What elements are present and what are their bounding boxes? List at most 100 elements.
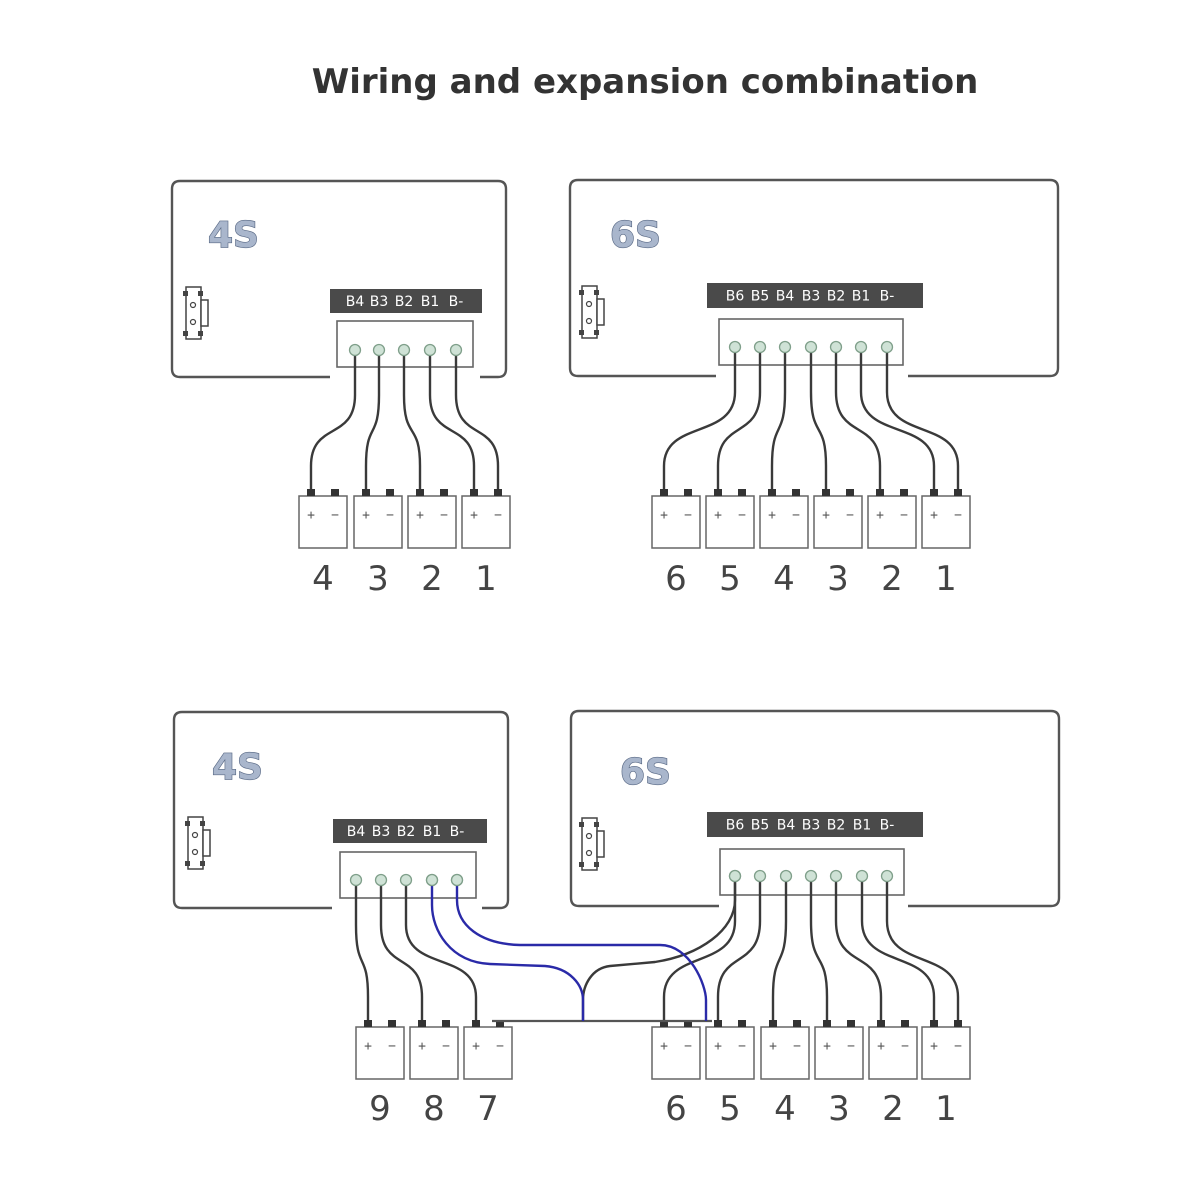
switch-icon [579,817,605,871]
battery-cell: +−2 [868,1020,918,1129]
cell-terminal-positive [307,489,315,496]
battery-cell: +−6 [651,1020,701,1129]
cell-plus-sign: + [470,508,478,523]
cell-plus-sign: + [768,508,776,523]
cell-number: 6 [665,1089,687,1129]
cell-minus-sign: − [496,1039,504,1054]
pin-label-b4: B4 [777,818,796,834]
balance-wire [770,347,787,492]
pin-label-strip [707,812,923,837]
cell-plus-sign: + [307,508,315,523]
cell-body [868,1026,918,1080]
connector-pin [880,869,894,883]
cell-number: 7 [477,1089,499,1129]
pin-label-strip [333,819,487,843]
cell-terminal-positive [472,1020,480,1027]
cell-terminal-positive [714,489,722,496]
cell-plus-sign: + [714,1039,722,1054]
cell-terminal-positive [418,1020,426,1027]
connector-pin [423,343,437,357]
pin-label-b3: B3 [802,289,821,305]
cell-plus-sign: + [472,1039,480,1054]
cell-minus-sign: − [792,508,800,523]
connector-housing [339,851,477,899]
cell-minus-sign: − [442,1039,450,1054]
connector-pin [728,340,742,354]
cell-number: 5 [719,1089,741,1129]
switch-icon [185,816,211,870]
cell-number: 3 [367,559,389,599]
cell-body [760,1026,810,1080]
battery-cell: +−1 [921,489,971,599]
balance-wire [716,347,762,492]
battery-cell: +−2 [407,489,457,599]
balance-wire [834,876,883,1023]
pin-label-b1: B1 [423,824,442,840]
cell-minus-sign: − [684,1039,692,1054]
connector-pin [449,343,463,357]
pin-label-b4: B4 [346,294,365,310]
expansion-wiring [425,869,742,1023]
balance-wire [885,876,960,1023]
switch-icon [183,286,209,340]
cell-terminal-positive [714,1020,722,1027]
balance-wire [834,347,882,492]
connector-pin [450,873,464,887]
cell-terminal-negative [388,1020,396,1027]
cell-terminal-negative [494,489,502,496]
cell-terminal-negative [954,489,962,496]
cell-plus-sign: + [362,508,370,523]
pin-label-b5: B5 [751,289,770,305]
battery-cell: + − 7 [463,1020,513,1129]
connector-pin [854,340,868,354]
battery-cell: +−4 [759,489,809,599]
connector-pin [829,869,843,883]
cell-body [353,495,403,549]
cell-minus-sign: − [846,508,854,523]
battery-cell: +−1 [461,489,511,599]
pin-label-b2: B2 [827,818,846,834]
cell-minus-sign: − [901,1039,909,1054]
balance-wire [859,347,936,492]
battery-cell: +−4 [760,1020,810,1129]
connector-pin [374,873,388,887]
cell-body [651,1026,701,1080]
balance-wire [662,876,737,1023]
cell-minus-sign: − [738,508,746,523]
cell-number: 4 [774,1089,796,1129]
cell-terminal-positive [930,1020,938,1027]
cell-number: 3 [828,1089,850,1129]
cell-terminal-negative [900,489,908,496]
cell-minus-sign: − [847,1039,855,1054]
bms-board-outline [172,710,510,910]
pin-label-bminus: B- [880,818,895,834]
cell-terminal-positive [362,489,370,496]
bms-board-outline [568,178,1060,378]
cell-number: 6 [665,559,687,599]
pin-label-b1: B1 [421,294,440,310]
pin-label-b2: B2 [397,824,416,840]
bms-model-label: 6S [620,752,671,793]
connector-pin [880,340,894,354]
balance-wire [354,880,370,1023]
connector-pin [348,343,362,357]
pin-label-b2: B2 [827,289,846,305]
cell-terminal-positive [470,489,478,496]
cell-minus-sign: − [954,1039,962,1054]
cell-body [407,495,457,549]
cell-terminal-negative [792,489,800,496]
cell-plus-sign: + [714,508,722,523]
pin-label-b1: B1 [853,818,872,834]
cell-body [298,495,348,549]
pin-label-b3: B3 [802,818,821,834]
connector-pin [778,340,792,354]
cell-terminal-negative [331,489,339,496]
connector-pin [829,340,843,354]
cell-terminal-negative [684,1020,692,1027]
balance-wire [716,876,762,1023]
balance-wire [364,350,381,492]
cell-terminal-positive [416,489,424,496]
